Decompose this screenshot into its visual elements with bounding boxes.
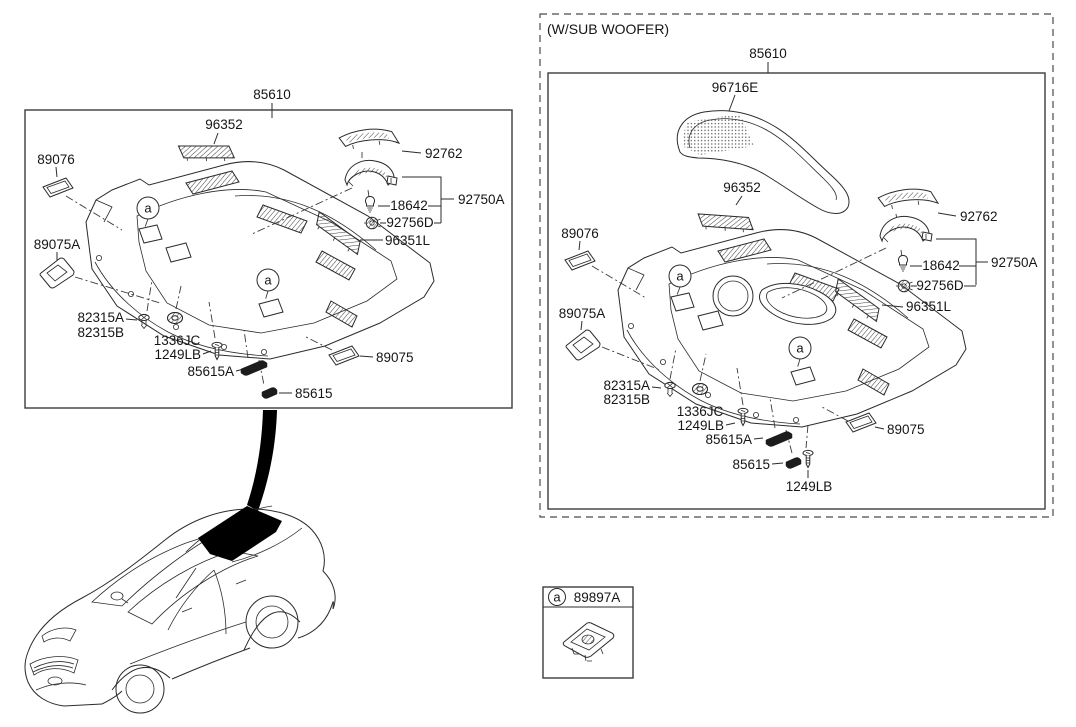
part-label-82315B: 82315B <box>77 325 124 340</box>
part-label-92756D: 92756D <box>386 215 434 230</box>
part-label-89075A: 89075A <box>34 237 81 252</box>
part-label-92750A: 92750A <box>458 192 505 207</box>
part-label-85615A: 85615A <box>187 364 234 379</box>
part-label-85615: 85615 <box>732 457 770 472</box>
panel-standard: 85610 <box>24 87 513 409</box>
center-speaker-grille-part <box>694 206 756 240</box>
variant-label: (W/SUB WOOFER) <box>547 21 669 37</box>
assembly-label-85610: 85610 <box>253 87 291 102</box>
part-label-89075: 89075 <box>376 350 414 365</box>
seat-belt-guide-part <box>240 360 268 376</box>
guide-clip-part <box>785 457 802 469</box>
assembly-label-85610: 85610 <box>749 46 787 61</box>
part-label-96716E: 96716E <box>712 80 759 95</box>
legend-box: a 89897A <box>542 586 634 679</box>
part-label-1249LB: 1249LB <box>154 347 201 362</box>
locator-arrow <box>247 410 277 511</box>
part-label-89075A: 89075A <box>559 306 606 321</box>
part-label-96351L: 96351L <box>906 299 952 314</box>
part-label-96351L: 96351L <box>385 233 431 248</box>
part-label-92750A: 92750A <box>991 255 1038 270</box>
anchor-cover-part <box>562 622 615 662</box>
guide-clip-part <box>261 387 278 399</box>
subwoofer-grille-part <box>676 110 850 214</box>
trim-strip-part <box>564 250 596 271</box>
part-label-96352: 96352 <box>205 117 243 132</box>
part-label-1249LB-lower: 1249LB <box>786 479 833 494</box>
variant-dashed-border <box>539 13 1054 518</box>
trim-strip-part <box>328 345 360 366</box>
panel-border-left <box>24 109 513 409</box>
legend-border <box>542 586 634 679</box>
pad-part <box>565 329 601 361</box>
car-wheels <box>115 595 299 714</box>
part-label-1336JC: 1336JC <box>677 404 724 419</box>
seat-belt-guide-part <box>765 431 793 447</box>
part-label-92762: 92762 <box>960 209 998 224</box>
tray-location-highlight <box>198 506 282 561</box>
center-speaker-grille-part <box>176 138 237 168</box>
part-label-82315A: 82315A <box>603 378 650 393</box>
part-label-92762: 92762 <box>425 146 463 161</box>
package-tray-drawing <box>85 161 435 360</box>
grommet-part <box>167 312 183 324</box>
part-label-1249LB: 1249LB <box>677 418 724 433</box>
callout-lines-right <box>578 94 988 478</box>
part-label-92756D: 92756D <box>916 278 964 293</box>
part-label-1336JC: 1336JC <box>154 333 201 348</box>
subwoofer-openings <box>712 275 837 325</box>
part-label-89076: 89076 <box>561 226 599 241</box>
car-body <box>24 505 336 707</box>
bulb-part <box>898 255 908 272</box>
part-label-82315B: 82315B <box>603 392 650 407</box>
part-label-89076: 89076 <box>37 152 75 167</box>
trim-strip-part <box>42 177 74 198</box>
part-label-18642: 18642 <box>390 198 428 213</box>
legend-marker-a: a <box>553 590 561 605</box>
pad-part <box>39 257 75 289</box>
part-label-82315A: 82315A <box>77 310 124 325</box>
high-mount-stop-lamp-part <box>879 215 933 243</box>
part-label-18642: 18642 <box>922 258 960 273</box>
part-label-85615A: 85615A <box>705 432 752 447</box>
part-label-89075: 89075 <box>887 422 925 437</box>
stop-lamp-lens-part <box>337 126 401 153</box>
legend-part-label-89897A: 89897A <box>574 590 621 605</box>
car-illustration <box>24 410 336 714</box>
stop-lamp-lens-part <box>876 186 940 213</box>
part-label-96352: 96352 <box>723 180 761 195</box>
part-label-85615: 85615 <box>295 386 333 401</box>
callout-lines-left <box>55 132 454 394</box>
panel-sub-woofer: (W/SUB WOOFER) 85610 <box>539 13 1054 518</box>
bulb-part <box>365 196 375 213</box>
high-mount-stop-lamp-part <box>344 159 398 187</box>
legend-marker-circle <box>548 588 566 606</box>
screw-part <box>802 449 814 468</box>
package-tray-drawing <box>617 229 967 428</box>
panel-border-right <box>547 72 1046 510</box>
grommet-part <box>692 383 708 395</box>
